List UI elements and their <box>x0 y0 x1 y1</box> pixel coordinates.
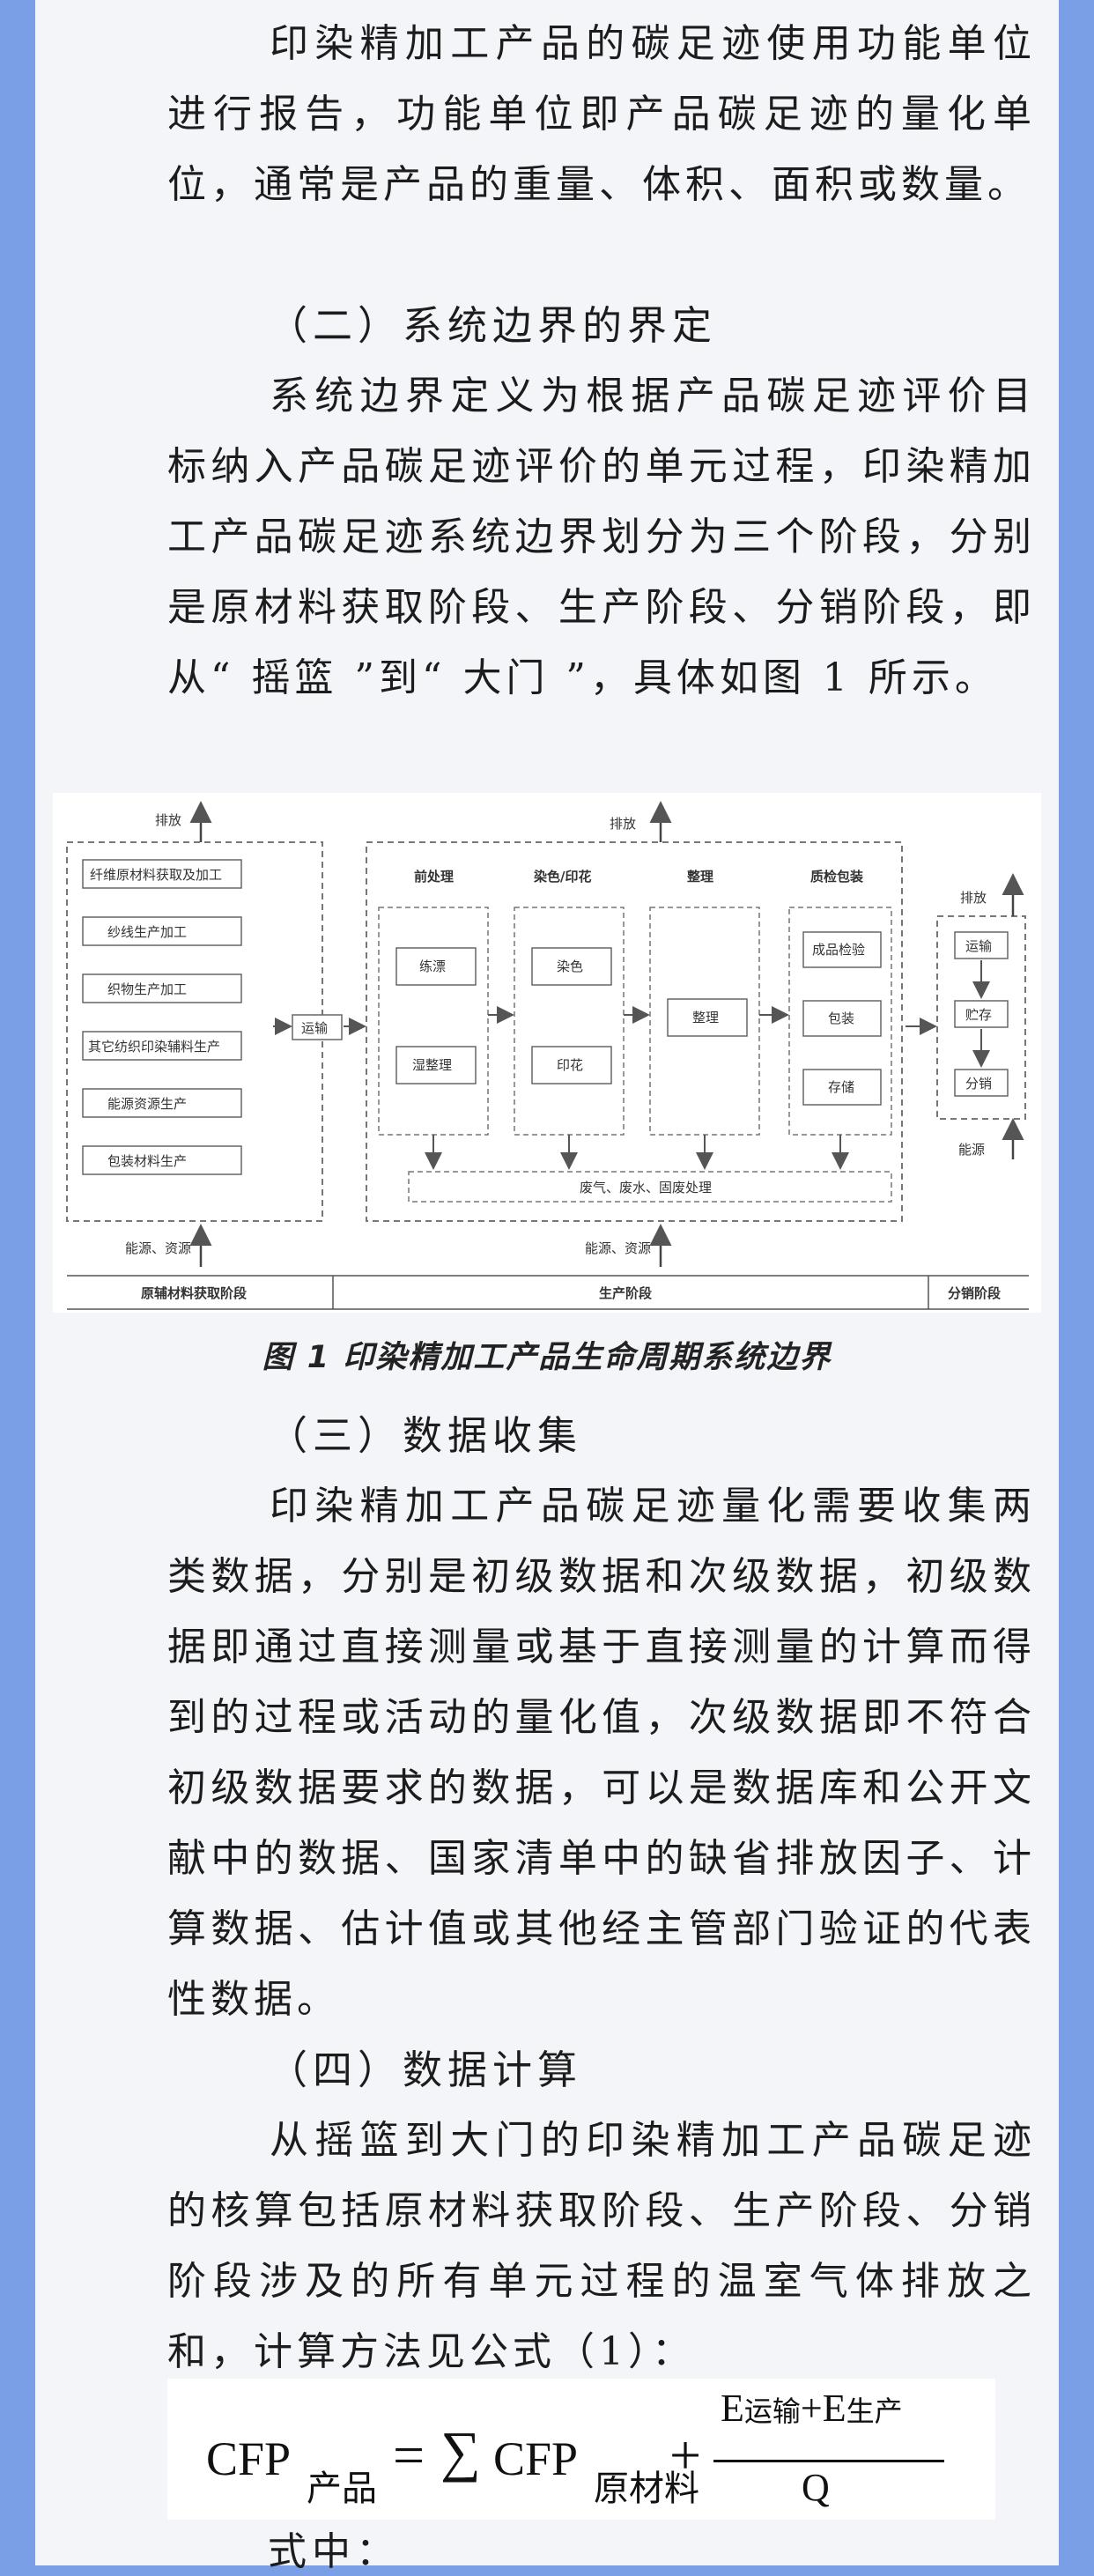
heading-data-calculation: （四）数据计算 <box>268 2047 583 2093</box>
formula-lhs-sub: 产品 <box>307 2469 377 2509</box>
heading-data-collection: （三）数据收集 <box>268 1412 583 1459</box>
formula-1: CFP 产品 = ∑ CFP 原材料 + E运输+E生产 Q <box>167 2379 995 2520</box>
stage-item: 印花 <box>557 1057 583 1073</box>
formula-lhs: CFP <box>206 2432 292 2485</box>
distribution-group <box>936 915 1026 1120</box>
lifecycle-diagram: 排放 纤维原材料获取及加工 纱线生产加工 织物生产加工 其它纺织印染辅料生产 能… <box>53 793 1041 1313</box>
formula-term-sub: 原材料 <box>594 2469 699 2509</box>
emission-label-right: 排放 <box>960 890 987 906</box>
formula-equals: = <box>393 2424 425 2486</box>
dist-item: 分销 <box>965 1076 992 1092</box>
paragraph-data-collection: 印染精加工产品碳足迹量化需要收集两类数据，分别是初级数据和次级数据，初级数据即通… <box>167 1484 1036 2022</box>
energy-label-right: 能源 <box>958 1142 985 1158</box>
formula-term: CFP <box>493 2432 579 2485</box>
production-group <box>366 841 903 1222</box>
formula-num-plus: + <box>800 2387 823 2430</box>
formula-sum: ∑ <box>440 2420 481 2483</box>
fraction-bar <box>713 2460 944 2462</box>
stage-item: 成品检验 <box>812 942 865 958</box>
paragraph-system-boundary: 系统边界定义为根据产品碳足迹评价目标纳入产品碳足迹评价的单元过程，印染精加工产品… <box>167 374 1036 700</box>
transport-label: 运输 <box>301 1020 328 1036</box>
emission-label-mid: 排放 <box>610 816 636 832</box>
stage-label-dist: 分销阶段 <box>948 1285 1001 1301</box>
formula-plus: + <box>669 2424 702 2486</box>
stage-label-raw: 原辅材料获取阶段 <box>141 1285 247 1301</box>
stage-title-dye: 染色/印花 <box>533 869 591 885</box>
paragraph-data-calculation: 从摇篮到大门的印染精加工产品碳足迹的核算包括原材料获取阶段、生产阶段、分销阶段涉… <box>167 2118 1036 2374</box>
paragraph-where: 式中： <box>268 2529 400 2574</box>
stage-item: 整理 <box>692 1010 719 1025</box>
formula-num-e2-sub: 生产 <box>846 2395 903 2428</box>
paragraph-functional-unit: 印染精加工产品的碳足迹使用功能单位进行报告，功能单位即产品碳足迹的量化单位，通常… <box>167 21 1036 207</box>
stage-title-finish: 整理 <box>687 869 713 885</box>
raw-item: 包装材料生产 <box>107 1153 187 1169</box>
energy-label-mid: 能源、资源 <box>585 1240 651 1256</box>
formula-denominator: Q <box>802 2466 830 2509</box>
raw-item: 织物生产加工 <box>107 981 187 997</box>
raw-item: 纤维原材料获取及加工 <box>90 867 222 883</box>
stage-title-pre: 前处理 <box>414 869 454 885</box>
waste-label: 废气、废水、固废处理 <box>580 1180 712 1195</box>
stage-title-qc: 质检包装 <box>810 869 864 885</box>
lifecycle-diagram-svg: 排放 纤维原材料获取及加工 纱线生产加工 织物生产加工 其它纺织印染辅料生产 能… <box>66 801 1029 1310</box>
dist-item: 贮存 <box>965 1007 992 1023</box>
stage-item: 练漂 <box>419 959 446 974</box>
formula-num-e2: E <box>822 2387 846 2430</box>
transport-box <box>292 1014 343 1040</box>
emission-label-left: 排放 <box>155 812 181 828</box>
waste-treatment-box <box>408 1171 892 1203</box>
stage-item: 染色 <box>557 959 583 974</box>
formula-numerator: E运输+E生产 <box>721 2386 903 2431</box>
raw-item: 其它纺织印染辅料生产 <box>88 1039 220 1055</box>
stage-item: 存储 <box>828 1079 854 1095</box>
stage-label-prod: 生产阶段 <box>599 1285 652 1301</box>
raw-item: 纱线生产加工 <box>107 924 187 940</box>
raw-item: 能源资源生产 <box>107 1096 187 1112</box>
page-sheet: 印染精加工产品的碳足迹使用功能单位进行报告，功能单位即产品碳足迹的量化单位，通常… <box>35 0 1059 2574</box>
dist-item: 运输 <box>965 938 992 954</box>
raw-items: 纤维原材料获取及加工 纱线生产加工 织物生产加工 其它纺织印染辅料生产 能源资源… <box>82 859 242 1175</box>
formula-num-e1-sub: 运输 <box>743 2395 801 2428</box>
figure-caption: 图 1 印染精加工产品生命周期系统边界 <box>262 1340 832 1375</box>
heading-system-boundary: （二）系统边界的界定 <box>268 302 718 349</box>
energy-label-left: 能源、资源 <box>125 1240 191 1256</box>
formula-num-e1: E <box>721 2387 744 2430</box>
stage-item: 包装 <box>828 1010 854 1026</box>
stage-item: 湿整理 <box>412 1057 452 1073</box>
